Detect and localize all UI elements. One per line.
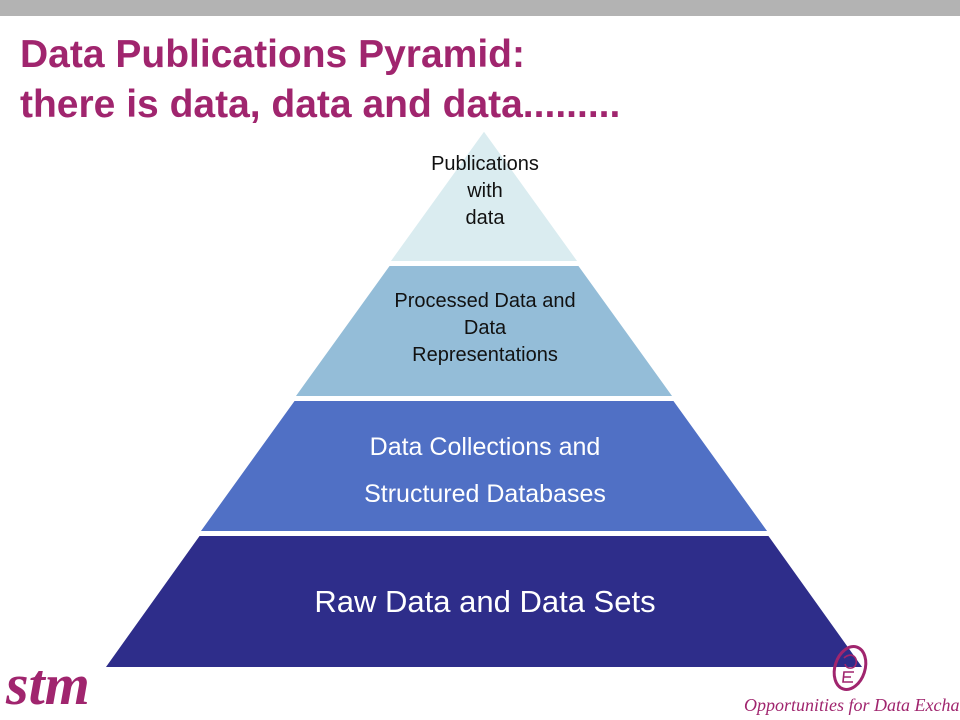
ode-logo: Opportunities for Data Exchange <box>740 640 960 720</box>
tier-label-raw-data: Raw Data and Data Sets <box>200 582 770 622</box>
top-bar <box>0 0 960 16</box>
slide-title: Data Publications Pyramid: there is data… <box>20 30 940 130</box>
tier-2-line-2: Data <box>463 317 507 339</box>
tier-label-processed-data: Processed Data and Data Representations <box>340 288 630 369</box>
slide-title-line-1: Data Publications Pyramid: <box>20 33 525 76</box>
tier-1-line-1: Publications <box>431 153 539 175</box>
slide-title-line-2: there is data, data and data......... <box>20 83 621 126</box>
tier-1-line-2: with <box>467 180 503 202</box>
tier-2-line-3: Representations <box>412 344 558 366</box>
stm-logo: stm <box>6 652 90 717</box>
tier-label-data-collections: Data Collections and Structured Database… <box>300 424 670 518</box>
pyramid-tier-publications-with-data <box>387 128 581 263</box>
tier-4-line-1: Raw Data and Data Sets <box>314 584 656 619</box>
pyramid-tier-processed-data <box>292 264 676 398</box>
tier-3-line-2: Structured Databases <box>364 480 606 508</box>
ode-caption: Opportunities for Data Exchange <box>744 695 960 715</box>
pyramid-tier-data-collections <box>197 399 771 533</box>
tier-3-line-1: Data Collections and <box>369 433 601 461</box>
tier-2-line-1: Processed Data and <box>394 290 576 312</box>
tier-1-line-3: data <box>465 207 505 229</box>
ode-emblem-icon <box>832 645 868 691</box>
tier-label-publications-with-data: Publications with data <box>400 151 570 232</box>
